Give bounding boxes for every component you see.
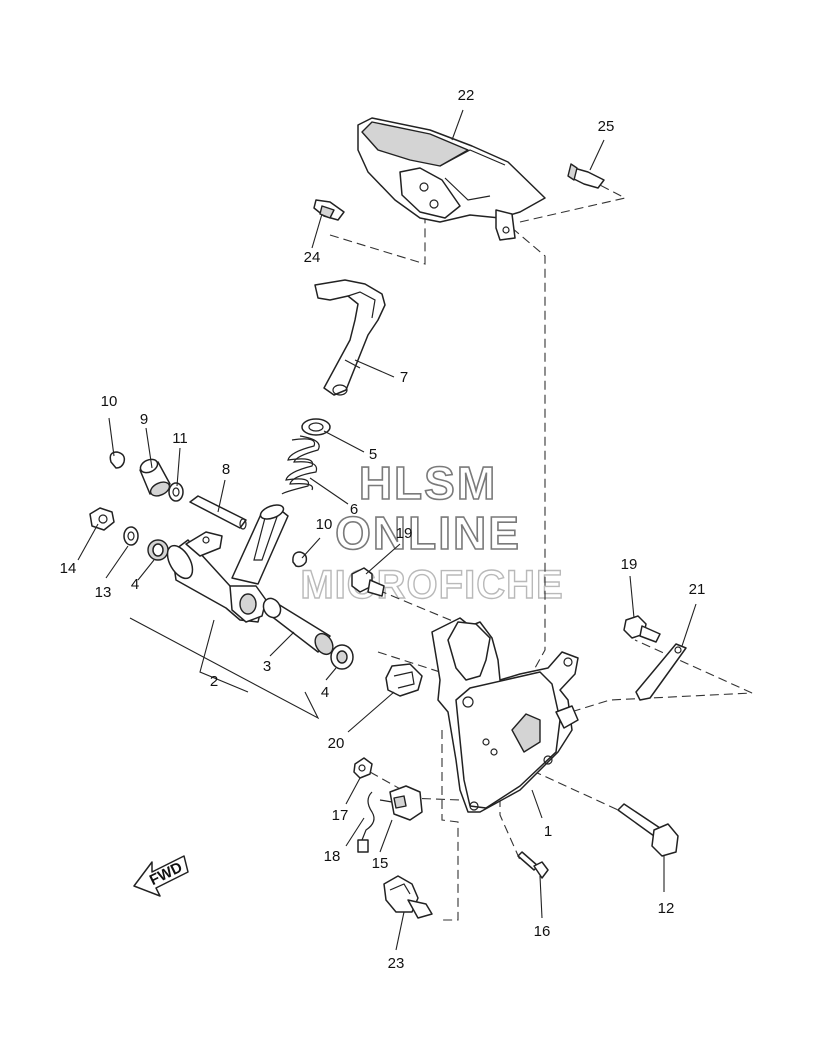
part-10-circlip-lower xyxy=(292,551,308,568)
part-16-screw xyxy=(517,851,549,879)
fwd-direction-arrow: FWD xyxy=(133,855,189,897)
callout-15: 15 xyxy=(372,855,389,872)
part-9-bushing xyxy=(139,458,171,497)
callout-19-left: 19 xyxy=(396,525,413,542)
part-5-washer xyxy=(301,418,331,436)
callout-labels: 22 25 24 7 10 9 11 5 8 6 10 19 14 19 4 2… xyxy=(60,87,706,972)
part-1-main-bracket xyxy=(431,617,579,813)
callout-20: 20 xyxy=(328,735,345,752)
callout-7: 7 xyxy=(400,369,408,386)
callout-24: 24 xyxy=(304,249,321,266)
callout-6: 6 xyxy=(350,501,358,518)
part-19-bolt-right xyxy=(623,615,661,643)
part-20-bracket xyxy=(385,663,423,697)
part-3-collar xyxy=(262,597,334,656)
part-15-switch xyxy=(379,785,423,821)
callout-13: 13 xyxy=(95,584,112,601)
part-14-nut xyxy=(89,507,115,531)
watermark-line2: ONLINE xyxy=(335,507,521,559)
callout-1: 1 xyxy=(544,823,552,840)
callout-10-upper: 10 xyxy=(101,393,118,410)
part-21-strap xyxy=(635,643,687,701)
part-24-clip xyxy=(313,199,345,221)
callout-9: 9 xyxy=(140,411,148,428)
part-25-clip xyxy=(567,163,605,189)
callout-2: 2 xyxy=(210,673,218,690)
part-2-shaft-assembly xyxy=(166,504,289,623)
part-12-bolt xyxy=(617,803,679,857)
part-22-cable-clamp xyxy=(383,875,433,919)
assembly-lines xyxy=(329,183,753,921)
watermark-line3: MICROFICHE xyxy=(300,563,563,607)
part-18-wire xyxy=(357,791,375,853)
part-6-spring xyxy=(281,435,320,495)
watermark: HLSM ONLINE MICROFICHE xyxy=(300,456,564,608)
callout-23: 22 xyxy=(458,87,475,104)
part-4-bushing-right xyxy=(330,644,354,670)
part-10-circlip-upper xyxy=(109,451,126,469)
callout-22: 23 xyxy=(388,955,405,972)
leader-lines xyxy=(77,109,697,951)
part-11-washer xyxy=(168,482,184,502)
callout-18: 18 xyxy=(324,848,341,865)
part-17-nut xyxy=(353,757,373,779)
part-7-lever xyxy=(314,279,386,396)
part-4-bushing-left xyxy=(147,539,169,561)
callout-16: 16 xyxy=(534,923,551,940)
callout-14: 14 xyxy=(60,560,77,577)
callout-12: 12 xyxy=(658,900,675,917)
callout-3: 3 xyxy=(263,658,271,675)
part-8-pin xyxy=(189,495,247,530)
callout-4-right: 4 xyxy=(321,684,329,701)
callout-17: 17 xyxy=(332,807,349,824)
part-13-washer xyxy=(123,526,139,546)
callout-19-right: 19 xyxy=(621,556,638,573)
callout-5: 5 xyxy=(369,446,377,463)
callout-21: 21 xyxy=(689,581,706,598)
callout-8: 8 xyxy=(222,461,230,478)
part-19-bolt-left xyxy=(351,567,385,597)
callout-25: 25 xyxy=(598,118,615,135)
watermark-line1: HLSM xyxy=(359,457,497,509)
part-23-cover xyxy=(357,117,546,241)
callout-4-left: 4 xyxy=(131,576,139,593)
callout-10-lower: 10 xyxy=(316,516,333,533)
callout-11: 11 xyxy=(172,430,188,447)
